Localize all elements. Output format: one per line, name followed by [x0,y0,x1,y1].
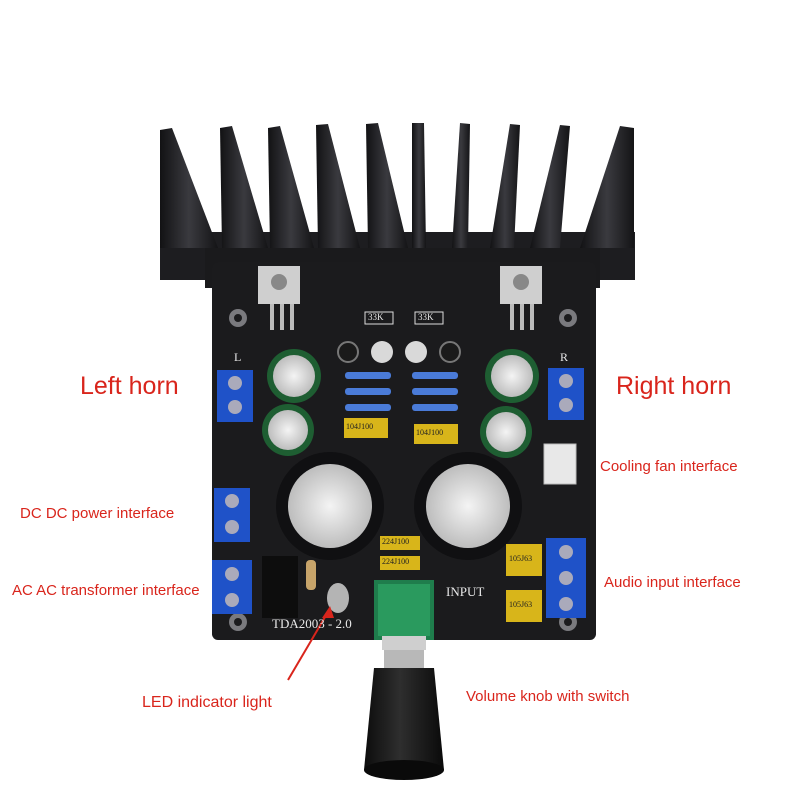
silk-left-channel: L [234,350,242,364]
rectifier [262,556,298,618]
callout-right-horn: Right horn [616,372,732,400]
silk-resistor-right: 33K [418,312,434,322]
silk-input-label: INPUT [446,584,485,599]
resistor-outline-right [414,311,444,325]
callout-audio-input: Audio input interface [604,574,741,591]
filter-capacitors-large [276,452,522,560]
terminal-ac-transformer [212,560,252,614]
terminal-audio-input [546,538,586,618]
film-capacitor-in-2 [506,590,542,622]
fan-connector [543,443,577,485]
callout-left-horn: Left horn [80,372,179,400]
terminal-left-speaker [217,370,253,422]
film-capacitor-mid-1 [380,536,420,550]
small-capacitors [337,341,461,363]
silk-cap-code-in-1: 105J63 [509,554,533,563]
film-capacitor-right [414,424,458,444]
amplifier-chip-right [500,266,542,330]
volume-potentiometer [374,580,434,668]
film-capacitor-mid-2 [380,556,420,570]
callout-volume-knob: Volume knob with switch [466,688,630,705]
heatsink-fins [160,123,634,248]
silk-cap-code-right: 104J100 [416,428,444,437]
terminal-dc-power [214,488,250,542]
electrolytic-capacitors-green [262,349,539,458]
callout-cooling-fan: Cooling fan interface [600,458,738,475]
silk-cap-code-mid-1: 224J100 [382,537,410,546]
callout-ac-transformer: AC AC transformer interface [12,582,200,599]
resistor-array [345,372,458,411]
resistor-led [306,560,316,590]
silk-cap-code-mid-2: 224J100 [382,557,410,566]
resistor-outline-left [364,311,394,325]
film-capacitor-in-1 [506,544,542,576]
volume-knob [364,668,444,780]
silk-cap-code-in-2: 105J63 [509,600,533,609]
silk-right-channel: R [560,350,569,364]
led-indicator [327,583,349,613]
callout-led-indicator: LED indicator light [142,694,272,711]
silk-resistor-left: 33K [368,312,384,322]
amplifier-chip-left [258,266,300,330]
terminal-right-speaker [548,368,584,420]
film-capacitor-left [344,418,388,438]
silk-model: TDA2003 - 2.0 [272,616,352,631]
led-callout-arrow [287,606,334,681]
silk-cap-code-left: 104J100 [346,422,374,431]
callout-dc-power: DC DC power interface [20,505,175,522]
